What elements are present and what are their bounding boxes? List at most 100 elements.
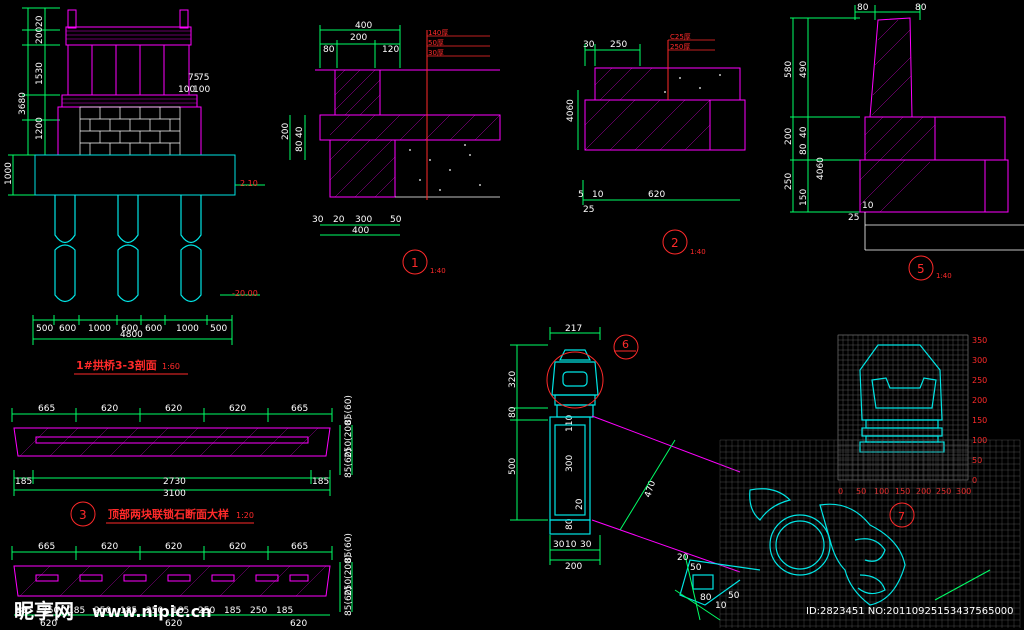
d7-dim-4: 50 — [728, 591, 740, 601]
d7-dim-3: 10 — [715, 601, 727, 611]
d3-top-2: 620 — [165, 404, 182, 414]
detail-5: 80 80 580 490 200 80 40 250 4060 150 25 … — [784, 3, 1024, 281]
d3-bottom-0: 185 — [15, 477, 32, 487]
dim-bottom-5: 1000 — [176, 324, 199, 334]
section-3-3-title: 1#拱桥3-3剖面 — [76, 358, 157, 372]
dim-left-4: 3680 — [18, 92, 28, 115]
grid-tick-b-6: 300 — [956, 487, 971, 496]
grid-tick-b-5: 250 — [936, 487, 951, 496]
dim-left-6: 1000 — [4, 162, 14, 185]
grid-tick-r-4: 150 — [972, 416, 987, 425]
d1-side-0: 200 — [281, 123, 291, 140]
dim-left-2: 200 — [35, 27, 45, 44]
grid-tick-r-6: 50 — [972, 456, 982, 465]
d3-lb-3: 250 — [94, 606, 111, 616]
grid-bottom-ticks: 0 50 100 150 200 250 300 — [838, 487, 971, 496]
d6-dim-8: 200 — [565, 562, 582, 572]
detail-1: 400 200 80 120 200 80 40 30 20 300 50 40… — [281, 21, 501, 275]
d2-bottom-0: 25 — [583, 205, 594, 215]
dim-parapet-2: 100 — [178, 85, 195, 95]
d3-side-0: 85(60) — [344, 395, 354, 425]
d1-note-2: 30厚 — [428, 49, 444, 57]
d3-top-0: 665 — [38, 404, 55, 414]
d3-number: 3 — [79, 508, 87, 522]
d2-top-1: 250 — [610, 40, 627, 50]
detail-3: 665 620 620 620 665 85(60) 250(200) 85(6… — [11, 395, 354, 629]
grid-tick-b-1: 50 — [856, 487, 866, 496]
d6-dim-5: 20 — [575, 498, 585, 510]
d7-number: 7 — [898, 510, 905, 523]
dim-left-3: 1530 — [35, 62, 45, 85]
d1-bottom-2: 300 — [355, 215, 372, 225]
section-3-3-scale: 1:60 — [162, 362, 180, 371]
d3-lb-0: 185 — [15, 606, 32, 616]
grid-tick-r-7: 0 — [972, 476, 977, 485]
d3-lower-top-2: 620 — [165, 542, 182, 552]
d3-lb-7: 250 — [198, 606, 215, 616]
d1-number: 1 — [411, 256, 419, 270]
d3-top-4: 665 — [291, 404, 308, 414]
d1-bottom-3: 50 — [390, 215, 402, 225]
d6-dim-0: 320 — [508, 371, 518, 388]
elev-top: 2.10 — [240, 179, 258, 188]
d6-dim-6: 80 — [565, 518, 575, 530]
section-3-3-elevation: 20 470 200 1530 3680 1200 1000 — [4, 7, 265, 375]
d3-lower-total-2: 620 — [290, 619, 307, 629]
d3-lb-4: 185 — [120, 606, 137, 616]
d3-top-1: 620 — [101, 404, 118, 414]
watermark-id: ID:2823451 NO:20110925153437565000 — [806, 606, 1014, 617]
d1-bottom-0: 30 — [312, 215, 324, 225]
dim-bottom-4: 600 — [145, 324, 162, 334]
d5-side-6: 4060 — [816, 157, 826, 180]
d1-top-2: 80 — [323, 45, 335, 55]
grid-tick-r-2: 250 — [972, 376, 987, 385]
d2-bottom-1: 10 — [592, 190, 604, 200]
d1-bottom-1: 20 — [333, 215, 345, 225]
d7-dim-2: 80 — [700, 593, 712, 603]
grid-tick-r-3: 200 — [972, 396, 987, 405]
d3-lower-total-1: 620 — [165, 619, 182, 629]
grid-tick-b-0: 0 — [838, 487, 843, 496]
d5-side-0: 580 — [784, 61, 794, 78]
d2-side-2: 5 — [578, 190, 584, 200]
d3-lb-2: 185 — [68, 606, 85, 616]
d1-top-1: 200 — [350, 33, 367, 43]
d3-lower-side-1: 250(200) — [344, 555, 354, 596]
grid-tick-b-4: 200 — [916, 487, 931, 496]
elev-bottom: -20.00 — [232, 289, 258, 298]
d5-side-1: 490 — [799, 61, 809, 78]
grid-tick-r-1: 300 — [972, 356, 987, 365]
d6-top: 217 — [565, 324, 582, 334]
dim-bottom-3: 600 — [121, 324, 138, 334]
d3-total: 3100 — [163, 489, 186, 499]
d3-bottom-2: 185 — [312, 477, 329, 487]
d2-top-0: 30 — [583, 40, 595, 50]
dim-bottom-0: 500 — [36, 324, 53, 334]
grid-tick-b-2: 100 — [874, 487, 889, 496]
d1-top-3: 120 — [382, 45, 399, 55]
d3-lower-top-4: 665 — [291, 542, 308, 552]
grid-tick-r-0: 350 — [972, 336, 987, 345]
d1-note-1: 50厚 — [428, 39, 444, 47]
d5-scale: 1:40 — [936, 272, 952, 280]
grid-panel-upper: 350 300 250 200 150 100 50 0 0 50 100 15… — [837, 334, 987, 496]
d1-side-2: 40 — [295, 126, 305, 138]
d2-bottom-2: 620 — [648, 190, 665, 200]
d3-title: 顶部两块联锁石断面大样 — [108, 507, 229, 521]
grid-tick-r-5: 100 — [972, 436, 987, 445]
d3-lb-8: 185 — [224, 606, 241, 616]
d6-dim-3: 110 — [565, 415, 575, 432]
d3-lower-total-0: 620 — [40, 619, 57, 629]
dim-bottom-2: 1000 — [88, 324, 111, 334]
dim-total: 4800 — [120, 330, 143, 340]
dim-parapet-3: 100 — [193, 85, 210, 95]
d3-lb-1: 250 — [42, 606, 59, 616]
d5-number: 5 — [917, 262, 925, 276]
d1-bottom-total: 400 — [352, 226, 369, 236]
d3-lower-side-0: 85(60) — [344, 533, 354, 563]
dim-parapet-0: 75 — [188, 73, 199, 83]
d5-side-2: 200 — [784, 128, 794, 145]
d6-dim-4: 300 — [565, 455, 575, 472]
d5-side-4: 40 — [799, 126, 809, 138]
